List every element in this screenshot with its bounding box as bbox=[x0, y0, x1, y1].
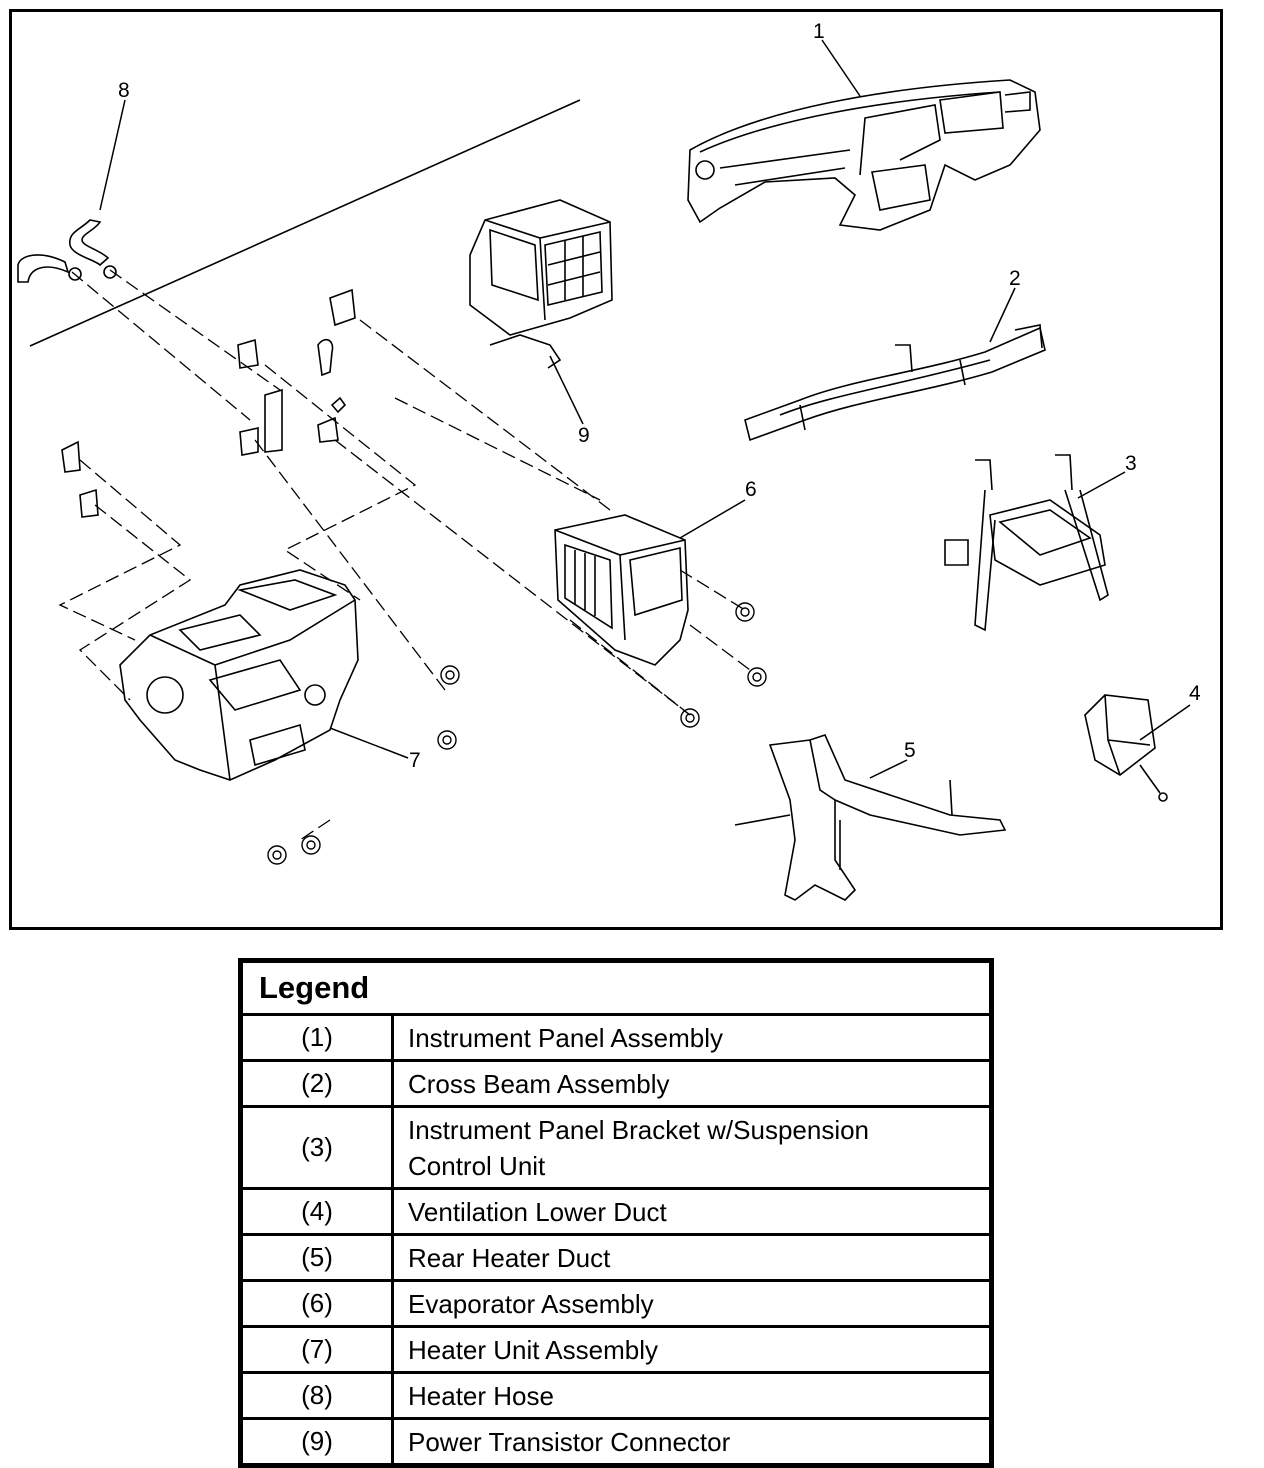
legend-title: Legend bbox=[239, 959, 993, 1016]
assembly-guide-lines bbox=[58, 269, 751, 841]
legend-row: (6) Evaporator Assembly bbox=[239, 1279, 993, 1328]
legend-row: (1) Instrument Panel Assembly bbox=[239, 1013, 993, 1062]
instrument-panel-bracket-drawing bbox=[944, 454, 1109, 632]
legend-row: (5) Rear Heater Duct bbox=[239, 1233, 993, 1282]
callout-6: 6 bbox=[745, 478, 757, 501]
legend-description: Heater Hose bbox=[391, 1371, 993, 1420]
callout-2: 2 bbox=[1009, 267, 1021, 290]
rear-heater-duct-drawing bbox=[734, 734, 1007, 901]
evaporator-assembly-drawing bbox=[554, 514, 689, 666]
legend-row: (4) Ventilation Lower Duct bbox=[239, 1187, 993, 1236]
heater-unit-assembly-drawing bbox=[119, 569, 359, 781]
legend-description-line2: Control Unit bbox=[408, 1150, 546, 1181]
legend-description: Instrument Panel Assembly bbox=[391, 1013, 993, 1062]
heater-hose-drawing bbox=[17, 219, 117, 283]
legend-description: Rear Heater Duct bbox=[391, 1233, 993, 1282]
legend-description: Power Transistor Connector bbox=[391, 1417, 993, 1467]
callout-4: 4 bbox=[1189, 682, 1201, 705]
callout-9: 9 bbox=[578, 424, 590, 447]
legend-number: (7) bbox=[239, 1325, 394, 1374]
legend-description: Ventilation Lower Duct bbox=[391, 1187, 993, 1236]
legend-number: (9) bbox=[239, 1417, 394, 1467]
legend-description: Evaporator Assembly bbox=[391, 1279, 993, 1328]
legend-description: Heater Unit Assembly bbox=[391, 1325, 993, 1374]
callout-7: 7 bbox=[409, 749, 421, 772]
blower-case-drawing bbox=[469, 199, 613, 369]
legend-number: (4) bbox=[239, 1187, 394, 1236]
legend-number: (2) bbox=[239, 1059, 394, 1108]
callout-5: 5 bbox=[904, 739, 916, 762]
legend-number: (8) bbox=[239, 1371, 394, 1420]
callout-8: 8 bbox=[118, 79, 130, 102]
legend-number: (3) bbox=[239, 1105, 394, 1190]
legend-row: (3) Instrument Panel Bracket w/Suspensio… bbox=[239, 1105, 993, 1190]
legend-table: Legend (1) Instrument Panel Assembly (2)… bbox=[238, 958, 994, 1468]
bracket-drawings bbox=[61, 288, 356, 518]
callout-leader-lines bbox=[99, 39, 1191, 779]
legend-number: (6) bbox=[239, 1279, 394, 1328]
exploded-diagram: 1 2 3 4 5 6 7 8 9 bbox=[9, 9, 1223, 930]
legend-number: (5) bbox=[239, 1233, 394, 1282]
legend-row: (7) Heater Unit Assembly bbox=[239, 1325, 993, 1374]
legend-row: (8) Heater Hose bbox=[239, 1371, 993, 1420]
nut-fasteners bbox=[267, 602, 767, 865]
cowl-reference-line bbox=[29, 99, 581, 347]
legend-header-row: Legend bbox=[239, 959, 993, 1016]
legend-row: (2) Cross Beam Assembly bbox=[239, 1059, 993, 1108]
legend-row: (9) Power Transistor Connector bbox=[239, 1417, 993, 1467]
ventilation-lower-duct-drawing bbox=[1084, 694, 1168, 802]
cross-beam-assembly-drawing bbox=[744, 324, 1046, 442]
instrument-panel-assembly-drawing bbox=[687, 79, 1041, 231]
legend-number: (1) bbox=[239, 1013, 394, 1062]
legend-description: Cross Beam Assembly bbox=[391, 1059, 993, 1108]
callout-1: 1 bbox=[813, 20, 825, 43]
callout-3: 3 bbox=[1125, 452, 1137, 475]
legend-description-line1: Instrument Panel Bracket w/Suspension bbox=[408, 1114, 870, 1145]
